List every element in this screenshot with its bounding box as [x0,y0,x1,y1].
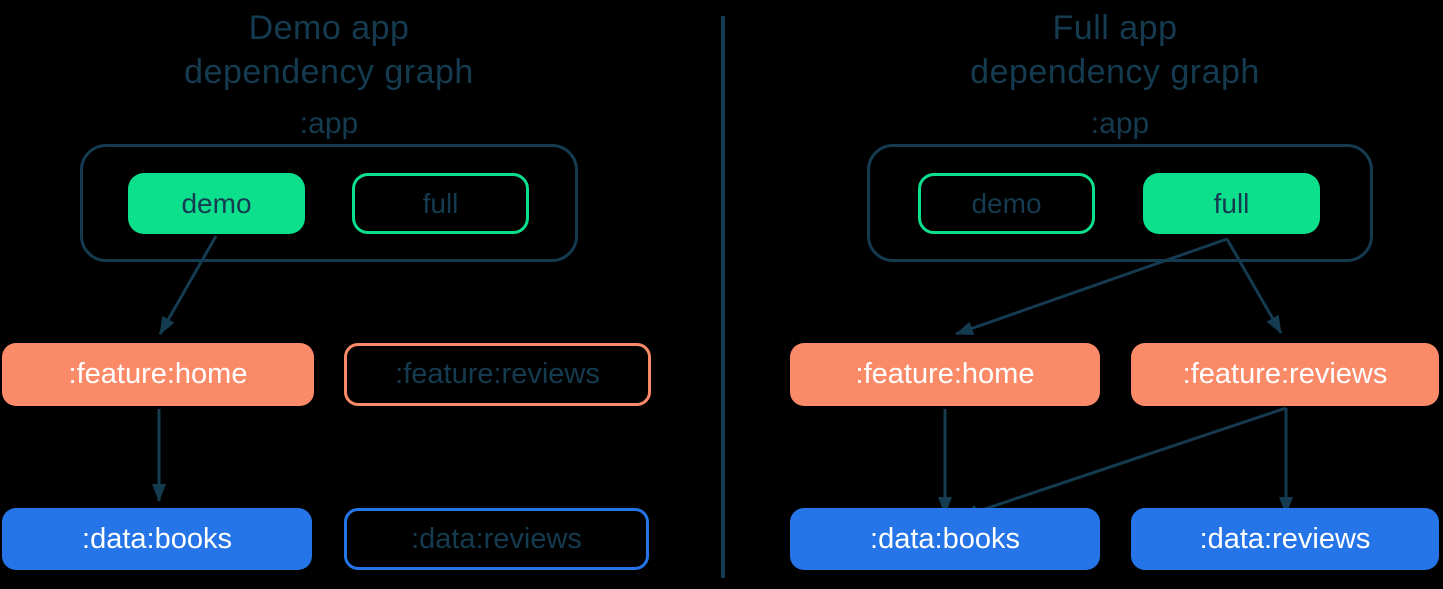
variant-full-unselected: full [352,173,529,234]
edge-feature-reviews-to-data-books [960,406,1287,519]
module-feature-home: :feature:home [2,343,314,406]
module-feature-reviews-excluded: :feature:reviews [344,343,651,406]
app-module-container-right [867,144,1373,262]
module-feature-home-right: :feature:home [790,343,1100,406]
module-data-reviews-excluded: :data:reviews [344,508,649,570]
variant-demo-selected: demo [128,173,305,234]
panel-divider [721,16,725,578]
app-module-label: :app [299,107,359,140]
app-module-container [80,144,578,262]
full-graph-title-line1: Full app [1052,9,1178,47]
module-data-reviews-right: :data:reviews [1131,508,1439,570]
module-data-books: :data:books [2,508,312,570]
demo-graph-title-line1: Demo app [248,9,410,47]
demo-graph-title-line2: dependency graph [184,53,474,91]
module-feature-reviews-right: :feature:reviews [1131,343,1439,406]
demo-graph-title: Demo app dependency graph [30,6,628,94]
variant-demo-unselected-right: demo [918,173,1095,234]
variant-full-selected-right: full [1143,173,1320,234]
full-graph-title-line2: dependency graph [970,53,1260,91]
app-module-label-right: :app [1090,107,1150,140]
full-graph-title: Full app dependency graph [816,6,1414,94]
module-data-books-right: :data:books [790,508,1100,570]
